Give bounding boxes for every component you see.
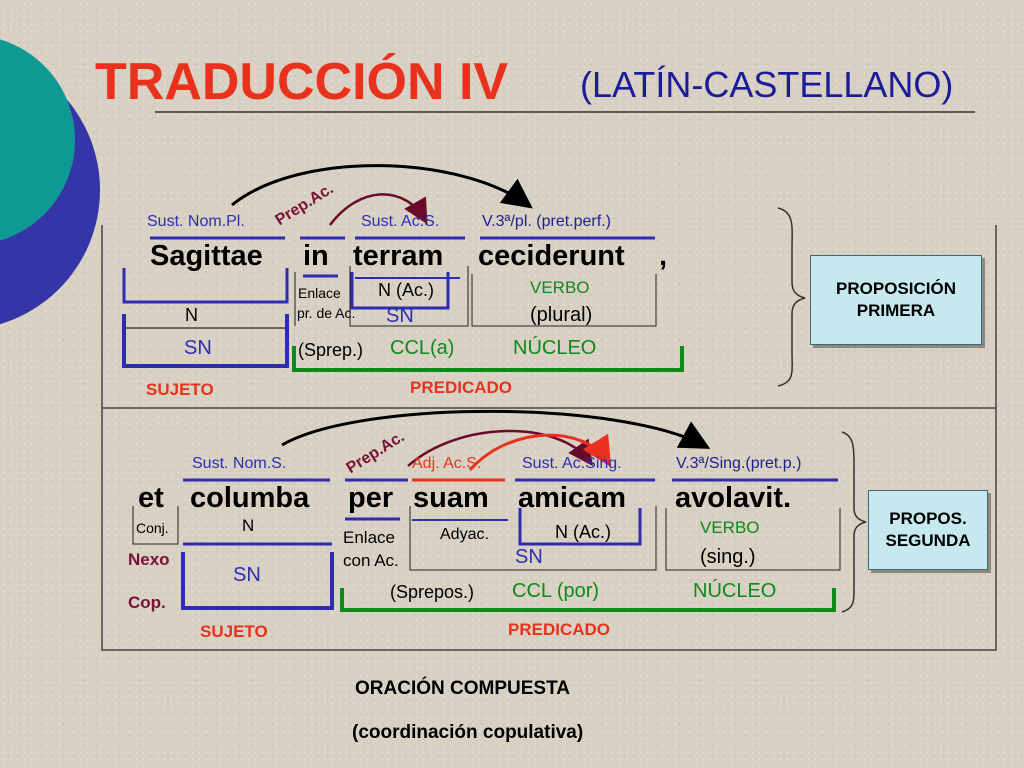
box1-line1: PROPOSICIÓN xyxy=(836,279,956,298)
s2-predicado: PREDICADO xyxy=(508,620,611,639)
footer-oracion: ORACIÓN COMPUESTA xyxy=(355,678,570,699)
s1-plural: (plural) xyxy=(530,304,593,326)
s1-n-ac: N (Ac.) xyxy=(378,280,434,300)
s1-nucleo: NÚCLEO xyxy=(513,337,597,359)
s2-ccl: CCL (por) xyxy=(512,580,600,602)
s1-enlace: Enlace xyxy=(298,285,341,301)
box2-line1: PROPOS. xyxy=(889,509,967,528)
s1-tag-verb: V.3ª/pl. (pret.perf.) xyxy=(482,213,611,230)
s2-n: N xyxy=(242,516,255,535)
s2-sprepos: (Sprepos.) xyxy=(390,582,475,602)
s2-n-ac: N (Ac.) xyxy=(555,522,611,542)
s1-verbo: VERBO xyxy=(530,278,590,297)
decorative-circles xyxy=(0,39,100,325)
page-subtitle: (LATÍN-CASTELLANO) xyxy=(580,64,954,105)
s1-word-ceciderunt: ceciderunt xyxy=(478,240,625,272)
box1-line2: PRIMERA xyxy=(856,301,936,320)
box2-line2: SEGUNDA xyxy=(885,531,971,550)
s1-sn: SN xyxy=(184,337,212,359)
s1-tag-sust-ac: Sust. Ac.S. xyxy=(361,213,440,230)
s2-word-columba: columba xyxy=(190,482,310,514)
s1-word-sagittae: Sagittae xyxy=(150,240,263,272)
s1-tag-sust-nom: Sust. Nom.Pl. xyxy=(147,213,245,230)
s2-word-avolavit: avolavit. xyxy=(675,482,792,514)
s2-nexo: Nexo xyxy=(128,550,170,569)
box-propos-segunda: PROPOS. SEGUNDA xyxy=(868,490,988,570)
s2-word-per: per xyxy=(348,482,394,514)
page-title: TRADUCCIÓN IV xyxy=(95,53,509,111)
s2-enlace-2: con Ac. xyxy=(343,551,399,570)
s2-sn: SN xyxy=(233,564,261,586)
s1-word-terram: terram xyxy=(353,240,444,272)
s1-comma: , xyxy=(659,240,668,272)
s2-enlace: Enlace xyxy=(343,528,395,547)
s2-nucleo: NÚCLEO xyxy=(693,580,777,602)
s1-sujeto: SUJETO xyxy=(146,380,214,399)
s2-verbo: VERBO xyxy=(700,518,760,537)
s1-sprep: (Sprep.) xyxy=(298,340,364,360)
s2-adyac: Adyac. xyxy=(440,526,489,543)
s1-predicado: PREDICADO xyxy=(410,378,513,397)
s1-sn-inner: SN xyxy=(386,305,414,327)
s2-word-amicam: amicam xyxy=(518,482,627,514)
s2-sujeto: SUJETO xyxy=(200,622,268,641)
s2-sn-inner: SN xyxy=(515,546,543,568)
s2-tag-verb: V.3ª/Sing.(pret.p.) xyxy=(676,455,802,472)
s2-conj: Conj. xyxy=(136,520,169,536)
s1-n: N xyxy=(185,305,198,325)
s2-cop: Cop. xyxy=(128,593,166,612)
s1-enlace-2: pr. de Ac. xyxy=(297,305,356,321)
s2-tag-adj: Adj. Ac.S. xyxy=(412,455,482,472)
footer-coordinacion: (coordinación copulativa) xyxy=(352,722,584,743)
s2-tag-sust-ac: Sust. Ac.Sing. xyxy=(522,455,622,472)
s2-sing: (sing.) xyxy=(700,546,756,568)
box-proposicion-primera: PROPOSICIÓN PRIMERA xyxy=(810,255,982,345)
s2-word-suam: suam xyxy=(413,482,489,514)
s2-word-et: et xyxy=(138,482,164,514)
s1-ccl: CCL(a) xyxy=(390,337,455,359)
s2-tag-sust-nom: Sust. Nom.S. xyxy=(192,455,287,472)
s1-word-in: in xyxy=(303,240,329,272)
